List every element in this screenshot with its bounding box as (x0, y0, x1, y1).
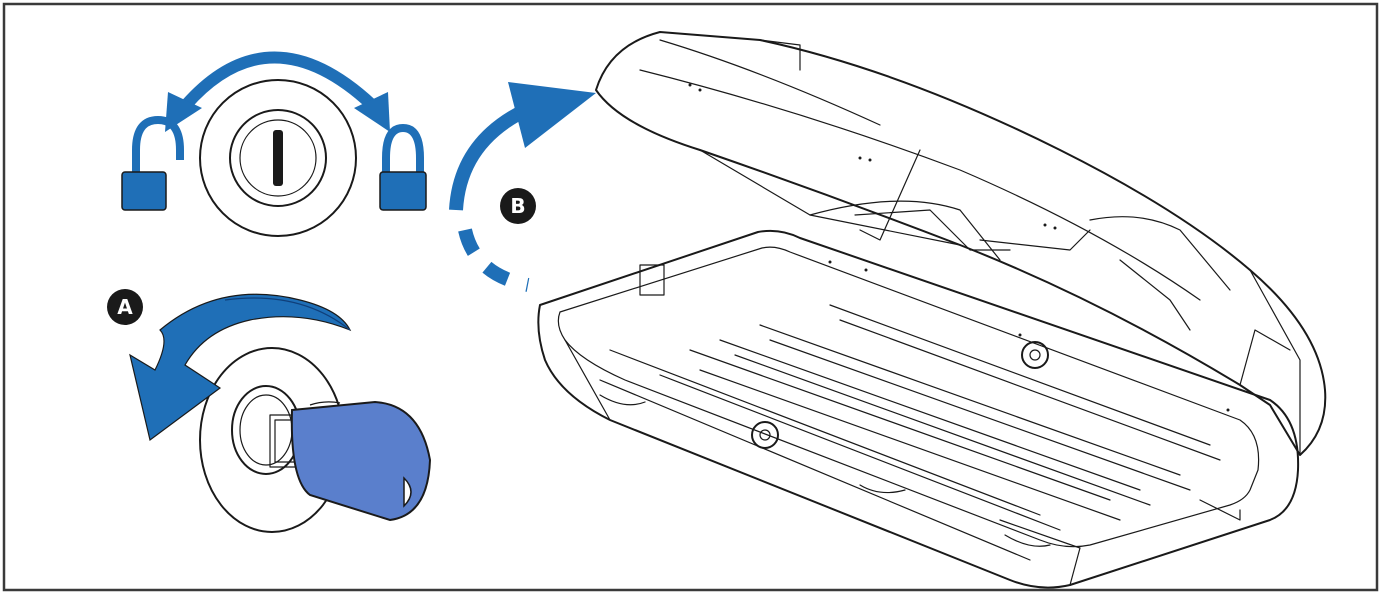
turn-arrow (129, 293, 352, 442)
lid-panel-lines (639, 39, 1301, 456)
lock-rotation-group (121, 51, 427, 237)
callout-b-label: B (510, 194, 525, 218)
open-arrow-solid (449, 101, 533, 211)
hinge-bracket (639, 264, 665, 296)
lock-cylinder-icon (199, 79, 357, 237)
callout-a-label: A (117, 295, 133, 319)
box-rim (557, 246, 1260, 548)
unlocked-padlock-icon (121, 115, 184, 211)
floor-ribs (609, 304, 1221, 531)
open-arrow-head (508, 82, 596, 148)
lid-dots (688, 83, 1230, 412)
mount-knob-2 (1021, 341, 1049, 369)
lid-open-arrow-group: B (449, 82, 596, 292)
key-turn-group: A (107, 289, 432, 533)
mount-knob-1 (751, 421, 779, 449)
key-icon (290, 400, 432, 522)
open-arrow-dashed (458, 228, 530, 292)
locked-padlock-icon (379, 123, 427, 211)
box-base (537, 229, 1300, 589)
callout-b: B (500, 188, 536, 224)
arrow-head-right (354, 92, 390, 132)
roof-box (537, 31, 1327, 589)
callout-a: A (107, 289, 143, 325)
rotation-arc (181, 51, 377, 110)
box-lid (595, 31, 1327, 456)
